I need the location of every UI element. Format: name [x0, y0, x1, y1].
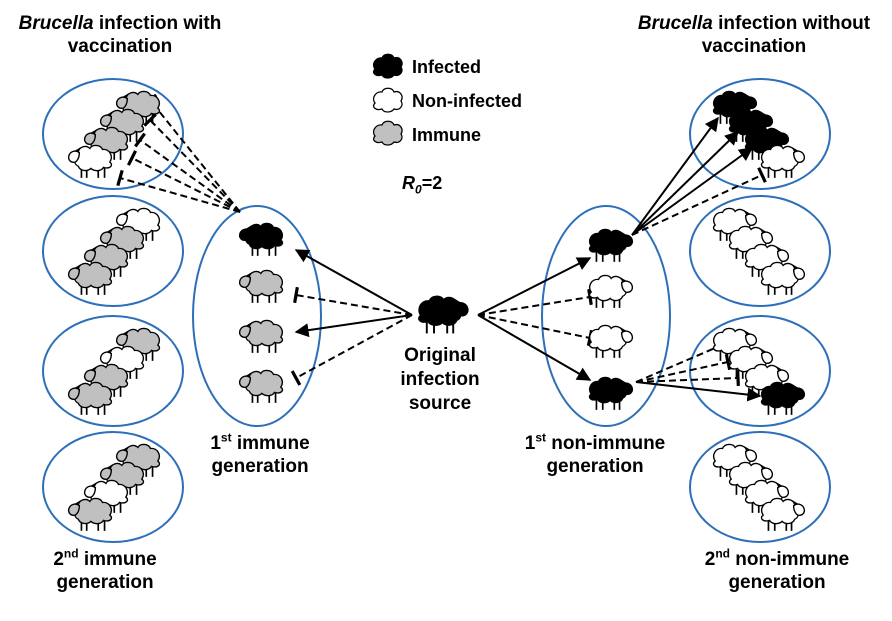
right-flock-4-sheep-4: [760, 497, 806, 531]
legend-infected-icon: [372, 53, 403, 79]
line-source-to-immune-4: [290, 314, 413, 386]
left-flock-3-sheep-4: [67, 381, 113, 415]
title-with-vaccination: Brucella infection with vaccination: [18, 13, 222, 57]
first-non-immune-generation-label: 1st non-immune generation: [524, 430, 666, 477]
right-flock-1-sheep-2: [728, 108, 774, 142]
legend-immune-label: Immune: [412, 125, 482, 145]
non-immune-gen-sheep-2: [588, 274, 634, 308]
legend-immune-icon: [372, 120, 403, 146]
line-nonimmune-to-flock-4: [631, 167, 767, 236]
line-nonimmune2-to-flock-4: [635, 381, 762, 402]
ellipse-right-4: [689, 431, 831, 543]
ellipse-right-top: [689, 78, 831, 190]
legend-non-infected-label: Non-infected: [412, 91, 522, 111]
original-source-label: Original infection source: [400, 345, 480, 414]
first-immune-generation-label: 1st immune generation: [210, 430, 310, 477]
line-source-to-immune-1: [294, 249, 413, 316]
r0-label: R0=2: [402, 173, 443, 197]
line-immune-to-flock-4: [126, 150, 241, 213]
line-nonimmune2-to-flock-1: [635, 337, 727, 383]
line-nonimmune-to-flock-3: [631, 147, 754, 236]
group-ellipses: [42, 78, 831, 543]
line-source-to-nonimmune-2: [477, 288, 593, 316]
title-without-vaccination: Brucella infection without vaccination: [637, 13, 871, 57]
immune-gen-sheep-4: [238, 369, 284, 403]
second-non-immune-generation-label: 2nd non-immune generation: [704, 546, 850, 593]
line-immune-to-flock-5: [116, 169, 241, 213]
line-immune-to-flock-2: [143, 113, 241, 213]
ellipse-left-2: [42, 195, 184, 307]
non-immune-gen-sheep-1: [588, 228, 634, 262]
left-flock-4-sheep-4: [67, 497, 113, 531]
immune-gen-sheep-1: [238, 222, 284, 256]
right-flock-2-sheep-4: [760, 261, 806, 295]
line-source-to-nonimmune-1: [477, 257, 592, 316]
second-immune-generation-label: 2nd immune generation: [53, 546, 157, 593]
ellipse-first-immune: [192, 205, 322, 427]
ellipse-left-3: [42, 315, 184, 427]
ellipse-left-top: [42, 78, 184, 190]
line-nonimmune2-to-flock-3: [635, 369, 740, 387]
immune-gen-sheep-3: [238, 319, 284, 353]
line-source-to-immune-3: [294, 314, 413, 338]
legend-non-infected-icon: [372, 87, 403, 113]
line-immune-to-flock-1: [142, 93, 241, 213]
non-immune-gen-sheep-4: [588, 376, 634, 410]
line-source-to-nonimmune-3: [477, 314, 594, 347]
right-flock-3-sheep-4: [760, 381, 806, 415]
transmission-lines: [116, 93, 767, 402]
sheep-icons: [67, 53, 806, 531]
left-flock-1-sheep-4: [67, 144, 113, 178]
legend-infected-label: Infected: [412, 57, 482, 77]
non-immune-gen-sheep-3: [588, 324, 634, 358]
ellipse-left-4: [42, 431, 184, 543]
line-nonimmune2-to-flock-2: [635, 353, 732, 383]
immune-gen-sheep-2: [238, 269, 284, 303]
left-flock-2-sheep-4: [67, 261, 113, 295]
source-sheep: [418, 295, 469, 334]
line-source-to-nonimmune-4: [477, 314, 592, 381]
line-immune-to-flock-3: [134, 132, 241, 213]
line-source-to-immune-2: [293, 286, 413, 316]
line-nonimmune-to-flock-1: [631, 116, 719, 236]
ellipse-first-non-immune: [541, 205, 671, 427]
line-nonimmune-to-flock-2: [631, 131, 740, 236]
right-flock-1-sheep-4: [760, 144, 806, 178]
ellipse-right-2: [689, 195, 831, 307]
